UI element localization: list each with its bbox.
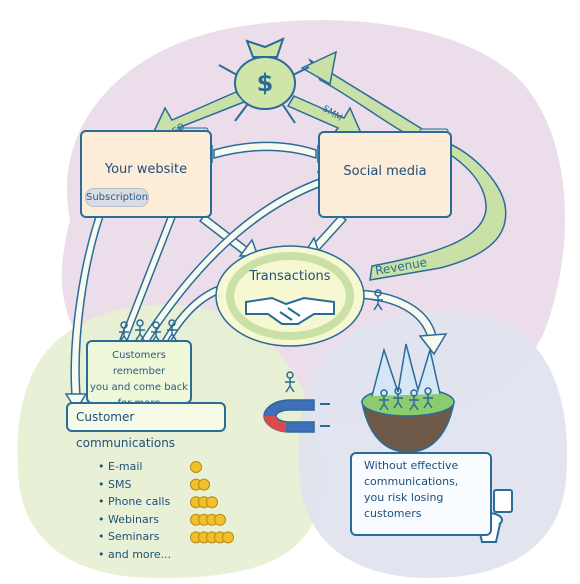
person-icon	[167, 319, 177, 341]
warning-line-1: Without effective	[364, 459, 459, 472]
transactions-node	[215, 245, 365, 347]
channel-item: and more...	[98, 546, 171, 564]
coins	[190, 461, 234, 544]
coin-icon	[198, 478, 210, 491]
lost-customers-basket-icon	[361, 343, 455, 453]
person-icon	[373, 289, 383, 311]
svg-text:$: $	[257, 69, 274, 97]
transactions-label: Transactions	[248, 269, 330, 284]
channel-item: SMS	[98, 476, 171, 494]
subscription-badge: Subscription	[85, 188, 149, 207]
coin-icon	[222, 531, 234, 544]
coin-icon	[190, 461, 202, 473]
warning-line-2: communications,	[364, 475, 459, 488]
arrow-transactions-loss-head	[418, 333, 448, 356]
customer-communications-node: Customer communications	[66, 402, 226, 450]
coin-icon	[214, 513, 226, 526]
person-icon	[151, 321, 161, 343]
money-bag-icon: $	[218, 37, 310, 124]
person-icon	[135, 319, 145, 341]
channel-item: E-mail	[98, 458, 171, 476]
person-icon	[423, 387, 433, 409]
person-icon	[285, 371, 295, 393]
person-icon	[379, 389, 389, 411]
customers-line-2: you and come back	[90, 382, 188, 393]
website-label: Your website	[104, 162, 188, 177]
person-icon	[119, 321, 129, 343]
arrow-website-social	[213, 141, 317, 160]
magnet-icon	[263, 399, 330, 433]
person-icon	[409, 389, 419, 411]
channel-list: E-mail SMS Phone calls Webinars Seminars…	[98, 458, 171, 564]
social-media-label: Social media	[343, 164, 427, 179]
person-icon	[393, 387, 403, 409]
social-media-node	[318, 131, 452, 218]
revenue-arrowhead	[300, 50, 338, 86]
handshake-icon	[245, 296, 335, 325]
customers-line-1: Customers remember	[112, 350, 166, 377]
customers-node: Customers remember you and come back for…	[86, 340, 192, 409]
channel-item: Webinars	[98, 511, 171, 529]
warning-line-3: you risk losing	[364, 491, 444, 504]
channel-item: Seminars	[98, 528, 171, 546]
warning-callout: Without effective communications, you ri…	[350, 452, 492, 536]
warning-line-4: customers	[364, 507, 422, 520]
coin-icon	[206, 496, 218, 509]
channel-item: Phone calls	[98, 493, 171, 511]
